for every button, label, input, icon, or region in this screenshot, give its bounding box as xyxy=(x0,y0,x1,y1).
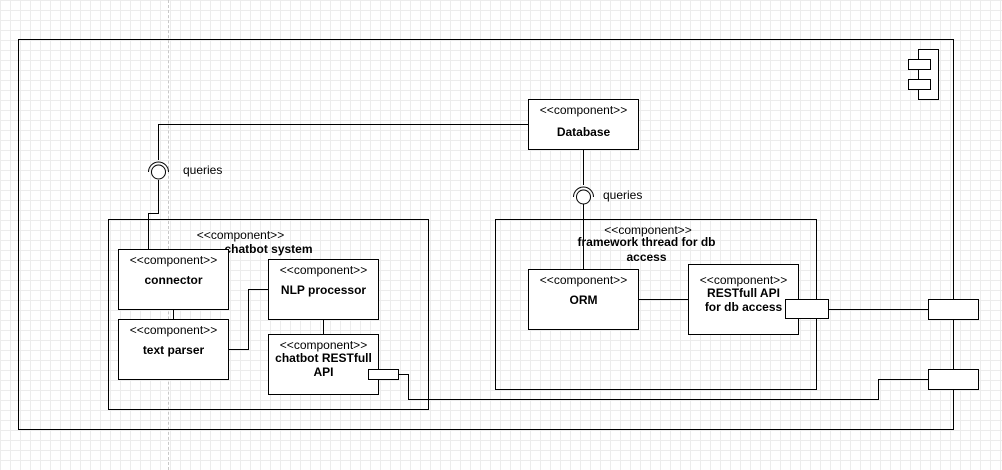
nlp-processor-component[interactable]: <<component>> NLP processor xyxy=(268,259,379,320)
left-queries-to-connector-line xyxy=(148,180,159,250)
connector-name: connector xyxy=(144,273,203,287)
framework-thread-component[interactable]: <<component>> framework thread for db ac… xyxy=(495,219,817,390)
restfull-db-api-name-line2: for db access xyxy=(704,300,783,314)
database-stereotype: <<component>> xyxy=(539,103,628,117)
database-name: Database xyxy=(556,125,611,139)
connector-component[interactable]: <<component>> connector xyxy=(118,249,229,310)
left-queries-ball xyxy=(151,164,166,180)
db-to-left-queries-line xyxy=(158,124,528,160)
orm-name: ORM xyxy=(569,293,598,307)
chatbot-system-stereotype: <<component>> xyxy=(196,228,285,242)
api-port-to-outer-line xyxy=(399,374,929,400)
chatbot-api-port[interactable] xyxy=(368,369,399,380)
left-queries-socket xyxy=(148,161,169,173)
parser-to-nlp-line xyxy=(229,289,268,350)
component-icon xyxy=(908,49,939,100)
database-component[interactable]: <<component>> Database xyxy=(528,99,639,150)
chatbot-api-name-line1: chatbot RESTfull xyxy=(275,351,372,365)
restfull-db-api-port[interactable] xyxy=(785,299,829,319)
outer-component xyxy=(18,39,954,430)
chatbot-system-name: chatbot system xyxy=(224,242,313,256)
chatbot-api-name-line2: API xyxy=(313,365,334,379)
framework-thread-name-line1: framework thread for db xyxy=(577,235,716,249)
restfull-db-api-name-line1: RESTfull API xyxy=(707,286,780,300)
left-queries-label: queries xyxy=(183,163,223,177)
right-queries-socket xyxy=(573,186,594,198)
chatbot-api-component[interactable]: <<component>> chatbot RESTfull API xyxy=(268,334,379,395)
chatbot-api-stereotype: <<component>> xyxy=(279,338,368,352)
page-guide xyxy=(168,0,169,470)
orm-stereotype: <<component>> xyxy=(539,273,628,287)
text-parser-component[interactable]: <<component>> text parser xyxy=(118,319,229,380)
restfull-db-api-stereotype: <<component>> xyxy=(699,273,788,287)
framework-thread-stereotype: <<component>> xyxy=(604,223,692,237)
orm-component[interactable]: <<component>> ORM xyxy=(528,269,639,330)
nlp-processor-stereotype: <<component>> xyxy=(279,263,368,277)
framework-thread-name-line2: access xyxy=(626,250,667,264)
text-parser-name: text parser xyxy=(142,343,205,357)
outer-port-upper[interactable] xyxy=(928,299,979,320)
nlp-processor-name: NLP processor xyxy=(280,283,367,297)
right-queries-label: queries xyxy=(603,188,643,202)
text-parser-stereotype: <<component>> xyxy=(129,323,218,337)
connector-stereotype: <<component>> xyxy=(129,253,218,267)
outer-port-lower[interactable] xyxy=(928,369,979,390)
restfull-db-api-component[interactable]: <<component>> RESTfull API for db access xyxy=(688,264,799,335)
right-queries-ball xyxy=(576,189,591,205)
chatbot-system-component[interactable]: <<component>> chatbot system xyxy=(108,219,429,410)
